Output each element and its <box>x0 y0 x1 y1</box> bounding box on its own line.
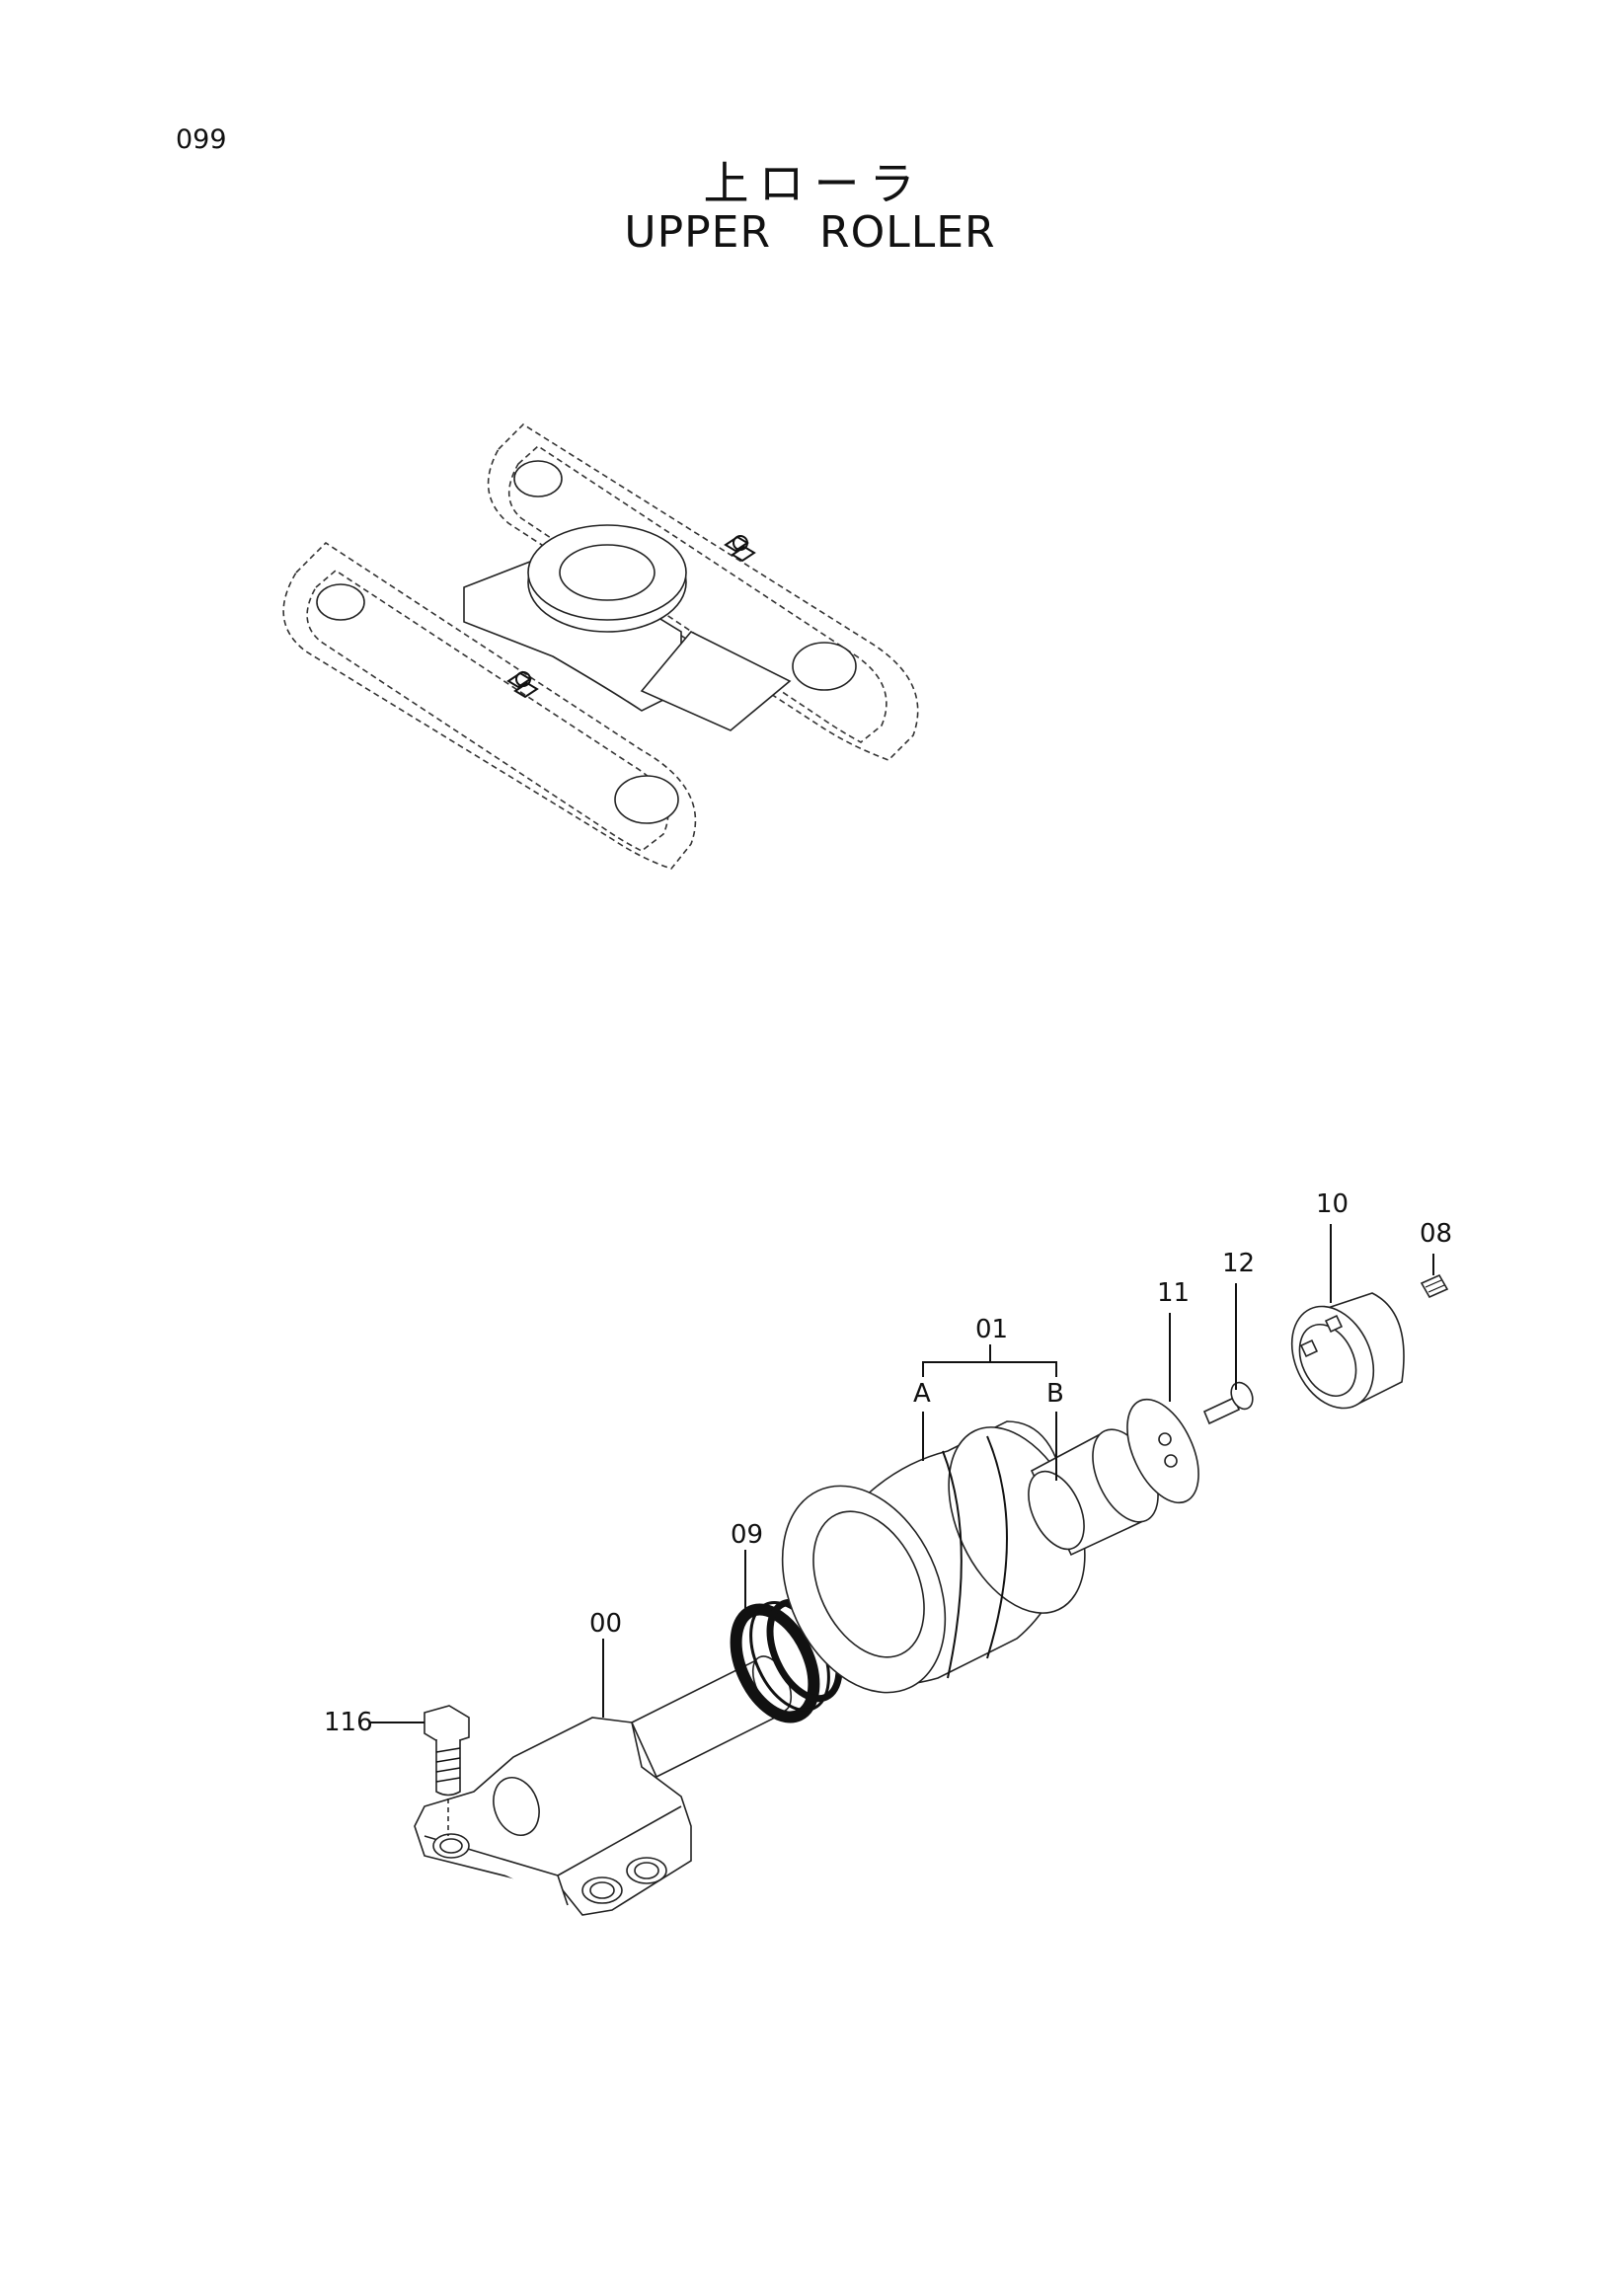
callout-09: 09 <box>731 1520 763 1550</box>
callout-12: 12 <box>1222 1249 1255 1278</box>
page-number: 099 <box>176 124 227 155</box>
callout-08: 08 <box>1420 1219 1452 1249</box>
callout-a: A <box>913 1379 931 1409</box>
callout-11: 11 <box>1157 1278 1190 1308</box>
callout-b: B <box>1046 1379 1064 1409</box>
callout-10: 10 <box>1316 1189 1349 1219</box>
callout-116: 116 <box>324 1708 373 1737</box>
callout-01: 01 <box>975 1315 1008 1344</box>
page-title-japanese: 上ローラ <box>703 157 925 210</box>
roller-exploded-view-icon <box>414 1273 1449 1916</box>
track-frame-overview-icon <box>282 422 919 870</box>
page-title-english: UPPER ROLLER <box>624 207 996 258</box>
leader-lines <box>370 1224 1434 1723</box>
callout-00: 00 <box>589 1609 622 1639</box>
